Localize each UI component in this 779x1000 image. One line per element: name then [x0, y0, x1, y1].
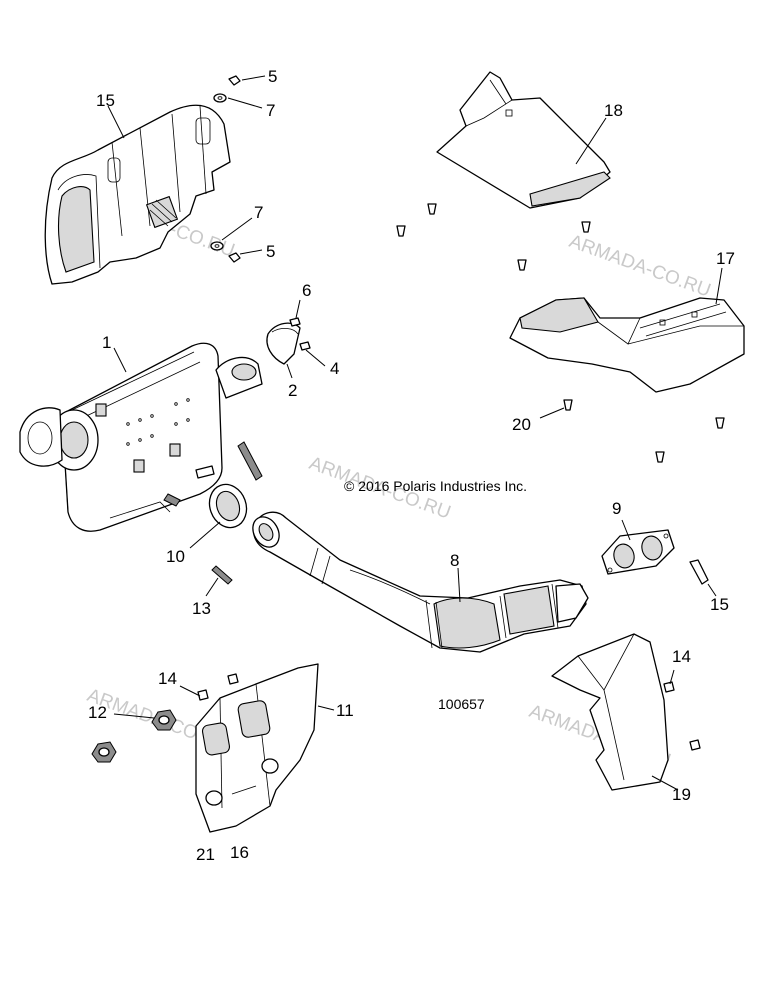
exhaust-gasket-ring: [208, 483, 248, 529]
callout-7: 7: [266, 101, 275, 120]
callout-7: 7: [254, 203, 263, 222]
muffler-holes: [126, 398, 190, 446]
watermark: ARMADA-CO.RU: [566, 231, 713, 302]
leader-lines: [107, 75, 723, 791]
callout-2: 2: [288, 381, 297, 400]
callout-21: 21: [196, 845, 215, 864]
manifold-gasket: [601, 529, 675, 575]
callout-9: 9: [612, 499, 621, 518]
callout-14: 14: [158, 669, 177, 688]
callout-10: 10: [166, 547, 185, 566]
heat-shield-bracket-right: [551, 633, 701, 791]
callout-14: 14: [672, 647, 691, 666]
callout-5: 5: [268, 67, 277, 86]
callout-4: 4: [330, 359, 339, 378]
callout-13: 13: [192, 599, 211, 618]
callout-11: 11: [336, 701, 354, 720]
bolt-manifold: [689, 559, 709, 585]
callout-15: 15: [710, 595, 729, 614]
callout-17: 17: [716, 249, 735, 268]
callout-3: 15: [96, 91, 115, 110]
exhaust-head-pipe: [252, 511, 589, 653]
copyright-notice: © 2016 Polaris Industries Inc.: [344, 478, 527, 494]
callout-numbers: 15 5 7 7 5 6 4 2 1 18 17 20 10 13 8 9 15…: [88, 67, 735, 864]
callout-1: 1: [102, 333, 111, 352]
heat-shield-muffler: [44, 104, 231, 285]
exhaust-clamp: [266, 317, 311, 365]
heat-shield-lower: [509, 297, 745, 393]
diagram-reference-number: 100657: [438, 696, 485, 712]
callout-12: 12: [88, 703, 107, 722]
muffler: [19, 342, 263, 532]
push-pin-fasteners: [396, 203, 725, 463]
callout-16: 16: [230, 843, 249, 862]
nuts-bolts-lower: [91, 673, 239, 763]
callout-5: 5: [266, 242, 275, 261]
callout-18: 18: [604, 101, 623, 120]
heat-shield-upper: [436, 71, 611, 209]
fastener-bolt: [210, 75, 241, 263]
muffler-mount-bracket: [195, 663, 319, 833]
callout-8: 8: [450, 551, 459, 570]
callout-19: 19: [672, 785, 691, 804]
exhaust-springs: [163, 441, 263, 585]
callout-6: 6: [302, 281, 311, 300]
callout-20: 20: [512, 415, 531, 434]
